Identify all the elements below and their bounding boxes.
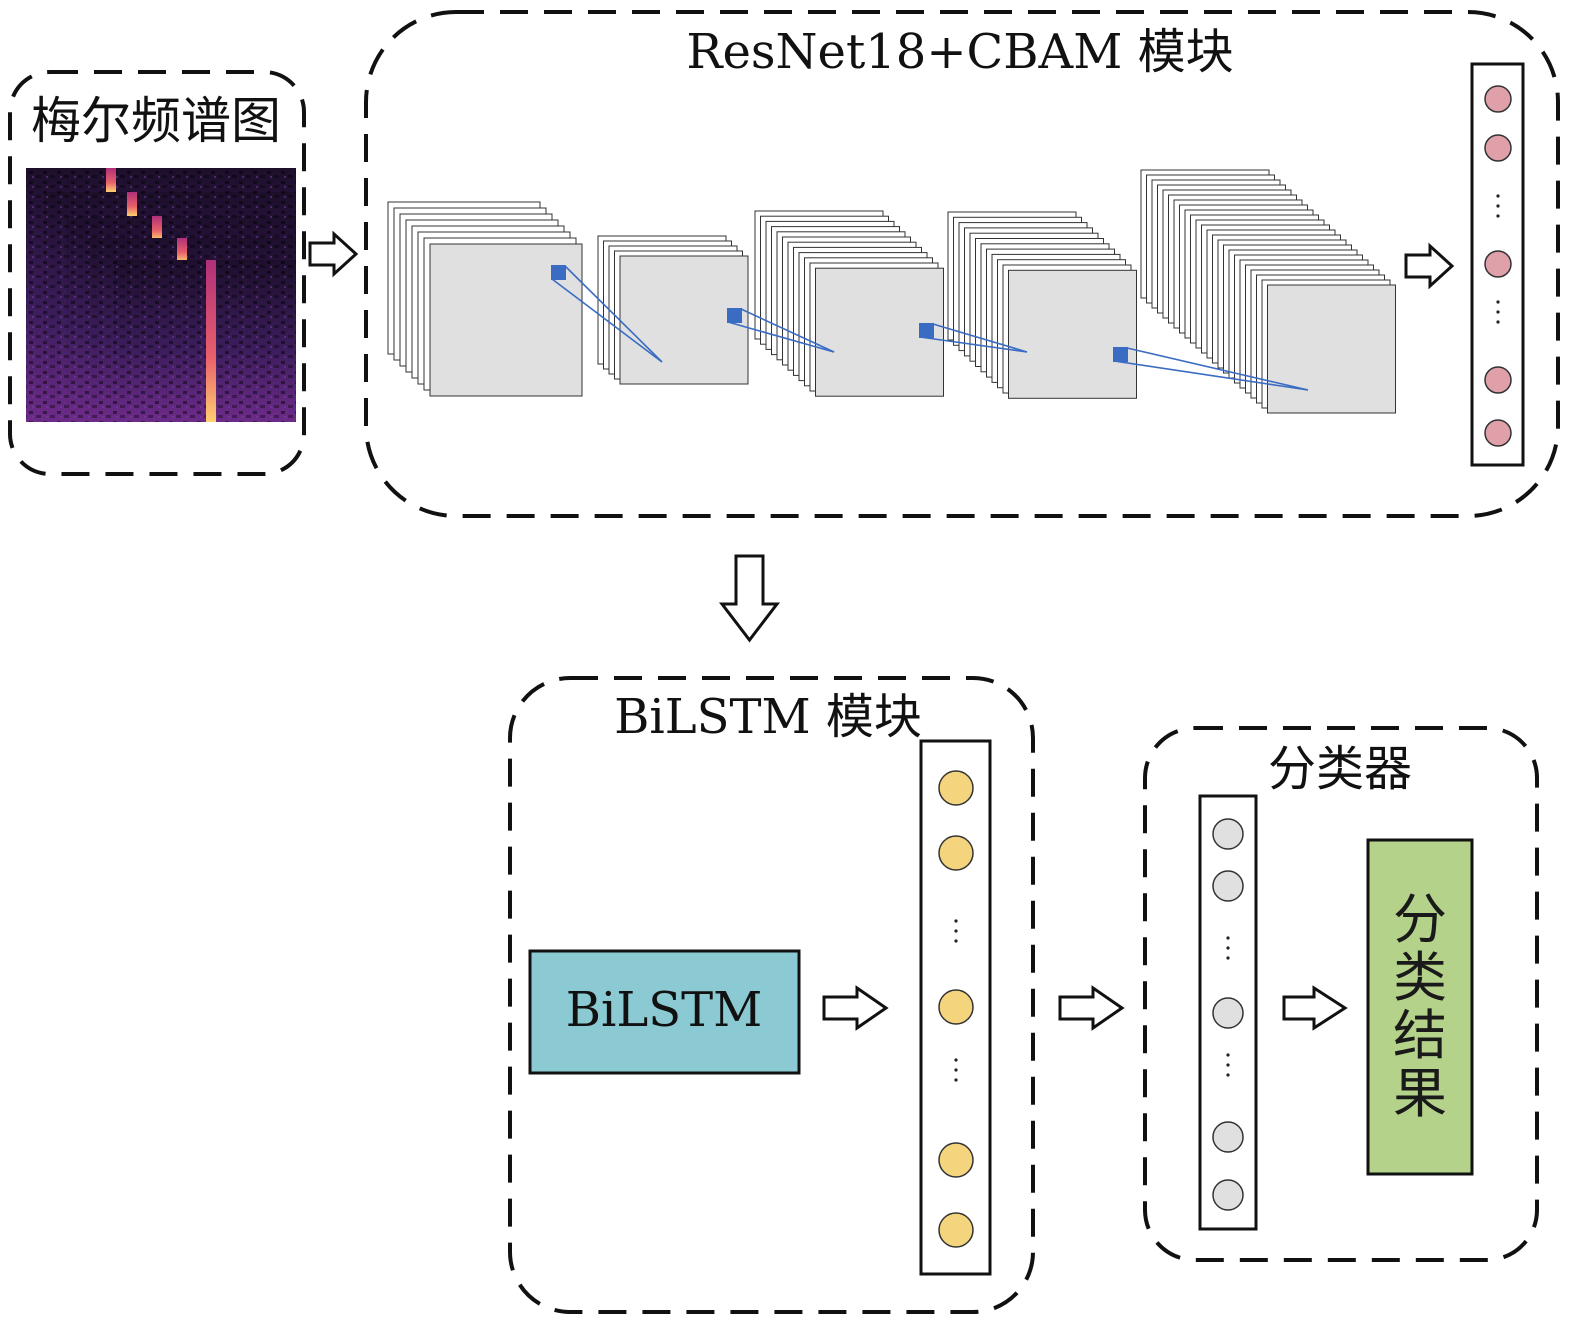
kernel-square — [1113, 347, 1128, 362]
bilstm-block — [528, 949, 801, 1075]
ellipsis-dot — [1226, 1053, 1230, 1057]
ellipsis-dot — [1226, 936, 1230, 940]
feature-map-layer — [619, 255, 749, 385]
ellipsis-dot — [954, 1078, 958, 1082]
bilstm-node — [938, 1212, 974, 1248]
ellipsis-dot — [1496, 194, 1500, 198]
spectrogram-energy-line — [177, 238, 187, 262]
ellipsis-dot — [1496, 300, 1500, 304]
kernel-projections — [551, 265, 1309, 391]
classifier-group-title: 分类器 — [1268, 741, 1412, 797]
feature-node — [1484, 85, 1512, 113]
kernel-square — [727, 308, 742, 323]
ellipsis-dot — [1496, 320, 1500, 324]
ellipsis-dot — [954, 1058, 958, 1062]
kernel-projection — [919, 323, 1028, 353]
bilstm-group-title: BiLSTM 模块 — [614, 689, 922, 745]
kernel-line — [919, 336, 1028, 353]
spectrogram-frame — [114, 260, 296, 422]
kernel-line — [1126, 347, 1309, 391]
ellipsis-dot — [1226, 956, 1230, 960]
classifier-node — [1212, 818, 1244, 850]
ellipsis-dot — [1496, 310, 1500, 314]
ellipsis-icon — [1496, 300, 1500, 324]
kernel-projection — [1113, 347, 1309, 391]
feature-node — [1484, 134, 1512, 162]
feature-map-stack — [597, 235, 749, 385]
kernel-square — [551, 265, 566, 280]
result-block — [1366, 838, 1474, 1176]
feature-map-stack — [947, 211, 1137, 399]
ellipsis-icon — [954, 919, 958, 943]
feature-node — [1484, 419, 1512, 447]
feature-map-stack — [387, 201, 583, 397]
bilstm-node — [938, 835, 974, 871]
input-group-title: 梅尔频谱图 — [31, 92, 281, 150]
classifier-nodes — [1212, 818, 1244, 1211]
bilstm-node — [938, 770, 974, 806]
ellipsis-icon — [1496, 194, 1500, 218]
ellipsis-dot — [954, 1068, 958, 1072]
kernel-line — [932, 323, 1028, 353]
resnet-group-title: ResNet18+CBAM 模块 — [686, 24, 1233, 80]
bilstm-node — [938, 1142, 974, 1178]
feature-map-layer — [1008, 269, 1137, 399]
feature-node — [1484, 250, 1512, 278]
feature-map-stack — [754, 210, 944, 397]
kernel-line — [740, 308, 835, 353]
kernel-square — [919, 323, 934, 338]
kernel-line — [1113, 360, 1309, 391]
bilstm-node — [938, 989, 974, 1025]
classifier-node — [1212, 870, 1244, 902]
arrow-input-to-resnet — [308, 230, 359, 278]
ellipsis-icon — [1226, 936, 1230, 960]
resnet-group-border — [364, 10, 1560, 518]
ellipsis-dot — [1496, 214, 1500, 218]
kernel-line — [551, 278, 663, 363]
ellipsis-dot — [1226, 1073, 1230, 1077]
classifier-group-border — [1143, 726, 1539, 1262]
arrow-classifier-to-result — [1282, 985, 1348, 1031]
ellipsis-dot — [1226, 946, 1230, 950]
result-label-char: 分 — [1393, 888, 1447, 951]
arrow-bilstm-to-classifier — [1058, 985, 1125, 1031]
result-label-char: 类 — [1393, 946, 1447, 1009]
spectrogram-energy-line — [127, 192, 137, 216]
ellipsis-dot — [954, 939, 958, 943]
spectrogram-texture — [114, 260, 296, 422]
classifier-node — [1212, 1121, 1244, 1153]
kernel-line — [564, 265, 663, 363]
spectrogram-energy-line — [206, 260, 216, 422]
kernel-line — [727, 321, 835, 353]
kernel-projection — [727, 308, 835, 353]
mel-spectrogram-stack — [26, 168, 296, 422]
ellipsis-dot — [1226, 1063, 1230, 1067]
classifier-node — [1212, 1179, 1244, 1211]
arrow-resnet-to-bilstm — [718, 554, 781, 643]
result-label: 分类结果 — [1368, 840, 1472, 1174]
input-group-border — [8, 70, 306, 476]
ellipsis-icon — [1226, 1053, 1230, 1077]
feature-map-stacks — [387, 169, 1396, 414]
ellipsis-icon — [954, 1058, 958, 1082]
bilstm-group-border — [508, 676, 1035, 1314]
arrow-bilstm-to-vector — [822, 985, 889, 1031]
result-label-char: 结 — [1393, 1004, 1447, 1067]
ellipsis-dot — [1496, 204, 1500, 208]
kernel-projection — [551, 265, 663, 363]
arrow-resnet-to-features — [1404, 242, 1455, 290]
spectrogram-energy-line — [106, 168, 116, 192]
ellipsis-dot — [954, 919, 958, 923]
bilstm-block-label: BiLSTM — [566, 982, 763, 1038]
result-label-char: 果 — [1393, 1062, 1447, 1125]
spectrogram-energy-line — [152, 216, 162, 240]
feature-map-layer — [1267, 284, 1396, 414]
bilstm-output-nodes — [938, 770, 974, 1248]
feature-map-stack — [1140, 169, 1396, 414]
feature-node — [1484, 366, 1512, 394]
ellipsis-dot — [954, 929, 958, 933]
classifier-node — [1212, 997, 1244, 1029]
resnet-feature-nodes — [1484, 85, 1512, 447]
